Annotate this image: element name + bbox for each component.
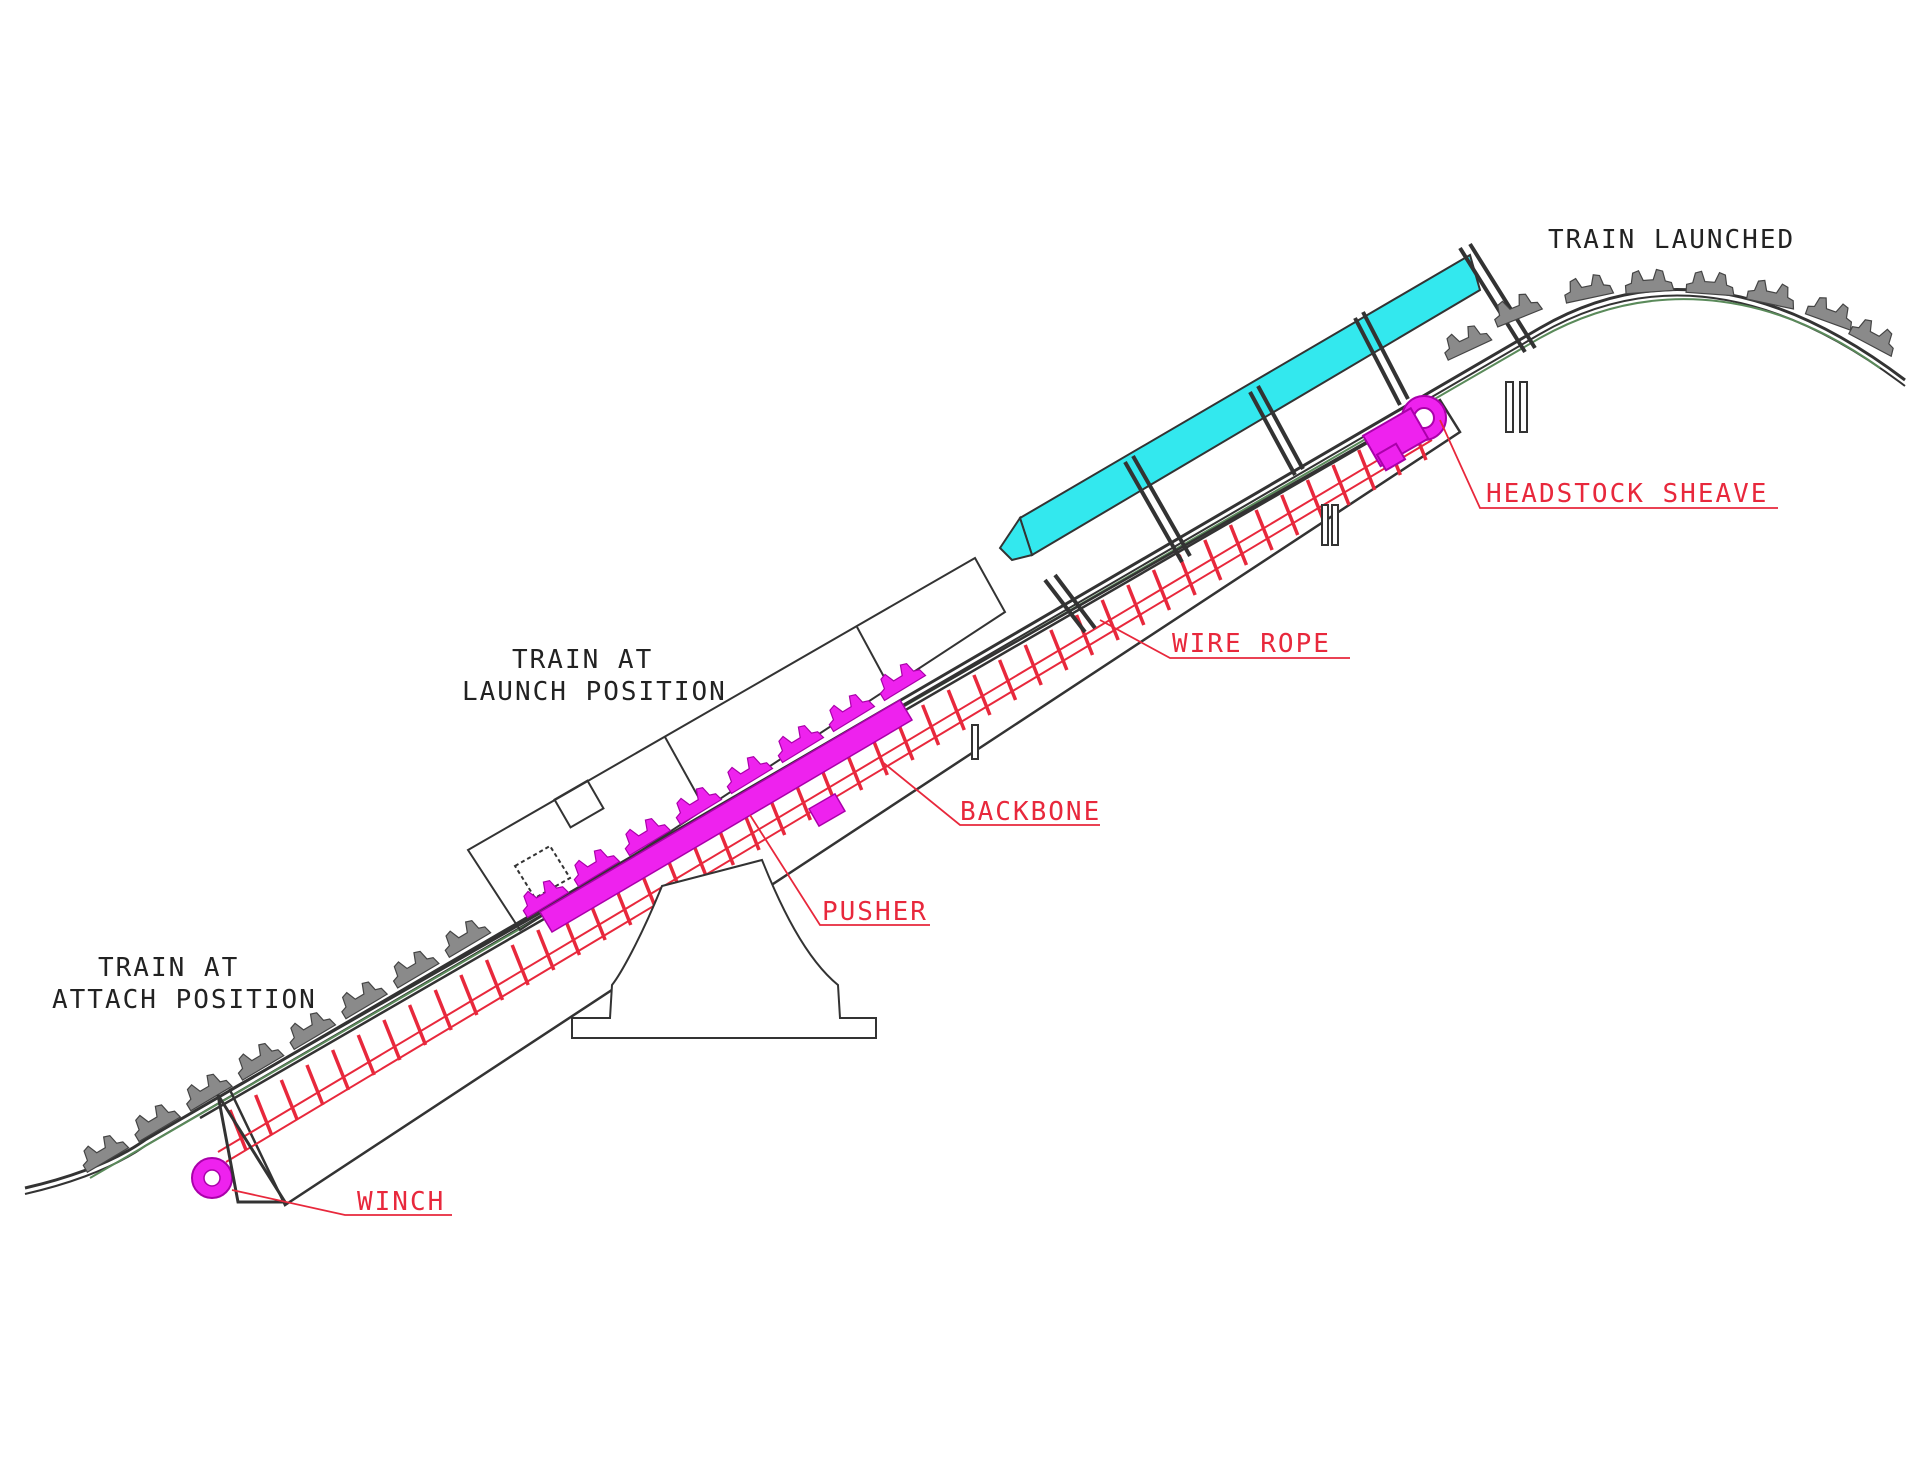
- backbone-rib: [407, 1004, 428, 1046]
- train-car: [392, 950, 440, 989]
- track-rail-lower: [24, 294, 1906, 1195]
- train-car: [134, 1104, 182, 1143]
- leader-pusher: [749, 814, 930, 926]
- label-winch: WINCH: [357, 1187, 445, 1217]
- cyan-nose: [998, 515, 1034, 562]
- label-wire-rope: WIRE ROPE: [1172, 629, 1331, 659]
- train-car: [573, 848, 621, 888]
- winch-assembly: [191, 1094, 288, 1204]
- backbone-rib: [536, 929, 556, 971]
- train-car: [289, 1012, 337, 1051]
- label-backbone: BACKBONE: [960, 797, 1101, 827]
- backbone-rib: [305, 1064, 325, 1106]
- train-car: [522, 879, 570, 919]
- label-pusher: PUSHER: [822, 897, 928, 927]
- pusher-assembly: [538, 698, 914, 934]
- backbone-rib: [254, 1094, 274, 1136]
- train-car: [879, 662, 927, 702]
- backbone-rib: [484, 959, 505, 1001]
- train-car: [1444, 325, 1493, 361]
- backbone-ribs: [228, 419, 1428, 1151]
- backbone-rib: [1228, 524, 1249, 566]
- train-car: [1685, 270, 1735, 297]
- train-car: [1847, 319, 1894, 358]
- backbone-frame: [228, 398, 1462, 1207]
- train-cars-attach: [82, 919, 492, 1174]
- backbone-rib: [459, 974, 479, 1016]
- label-train-at-attach-line1: TRAIN AT: [98, 953, 239, 983]
- backbone-rib: [510, 944, 530, 986]
- headstock-sheave-assembly: [1361, 395, 1447, 472]
- gantry-posts: [1043, 242, 1537, 634]
- support-leg-2: [971, 724, 979, 760]
- backbone-rib: [1254, 509, 1274, 551]
- support-columns: [571, 381, 1528, 1039]
- train-car: [1564, 274, 1615, 304]
- track-rail-upper: [24, 287, 1906, 1190]
- track-green-rail: [89, 298, 1881, 1179]
- backbone-rib: [946, 689, 966, 731]
- support-leg-4: [1505, 381, 1528, 433]
- launch-frame-detail: [513, 844, 572, 900]
- backbone-rib: [433, 989, 453, 1031]
- train-car: [1494, 293, 1544, 328]
- pusher-block: [807, 792, 847, 828]
- backbone-rib: [1203, 539, 1223, 581]
- callout-leaders: [231, 419, 1778, 1216]
- train-car: [237, 1042, 285, 1081]
- backbone-rib: [330, 1049, 351, 1091]
- backbone-rib: [356, 1034, 376, 1076]
- support-leg-3: [1321, 504, 1339, 546]
- winch-frame: [216, 1094, 288, 1204]
- train-cars-pusher: [522, 662, 927, 919]
- train-car: [341, 981, 389, 1020]
- backbone-rib: [279, 1079, 299, 1121]
- train-car: [185, 1073, 234, 1112]
- launch-frame-box: [553, 779, 605, 829]
- backbone-rib: [920, 704, 941, 746]
- backbone-rib: [382, 1019, 402, 1061]
- track-profile: [24, 287, 1906, 1195]
- train-car: [1745, 279, 1795, 310]
- train-car: [1804, 297, 1853, 332]
- label-headstock-sheave: HEADSTOCK SHEAVE: [1486, 479, 1768, 509]
- leader-wire-rope: [1099, 619, 1350, 659]
- train-cars-launched: [1444, 268, 1894, 361]
- launch-frame-outline: [466, 556, 1007, 932]
- launch-position-frame: [466, 556, 1007, 932]
- train-car: [828, 693, 876, 733]
- label-train-at-launch-line2: LAUNCH POSITION: [462, 677, 727, 707]
- train-car: [82, 1134, 130, 1174]
- main-pedestal: [571, 858, 877, 1039]
- wire-rope: [217, 431, 1433, 1163]
- train-car: [777, 724, 825, 764]
- backbone-rib: [1357, 449, 1377, 491]
- leader-headstock-sheave: [1439, 419, 1778, 509]
- label-train-launched: TRAIN LAUNCHED: [1548, 225, 1795, 255]
- backbone-rib: [1280, 494, 1300, 536]
- sheave-mount: [1361, 406, 1430, 468]
- pusher-base: [538, 698, 914, 934]
- label-train-at-launch-line1: TRAIN AT: [512, 645, 653, 675]
- train-car: [726, 755, 774, 795]
- backbone-rib: [972, 674, 992, 716]
- backbone-rib: [1331, 464, 1351, 506]
- leader-backbone: [879, 759, 1100, 826]
- train-car: [444, 919, 492, 959]
- wire-rope-upper: [217, 431, 1426, 1153]
- leader-winch: [231, 1189, 452, 1216]
- label-train-at-attach-line2: ATTACH POSITION: [52, 985, 317, 1015]
- train-car: [1624, 268, 1675, 295]
- train-car: [675, 786, 723, 826]
- train-car: [624, 817, 672, 857]
- backbone-rib: [1305, 479, 1326, 521]
